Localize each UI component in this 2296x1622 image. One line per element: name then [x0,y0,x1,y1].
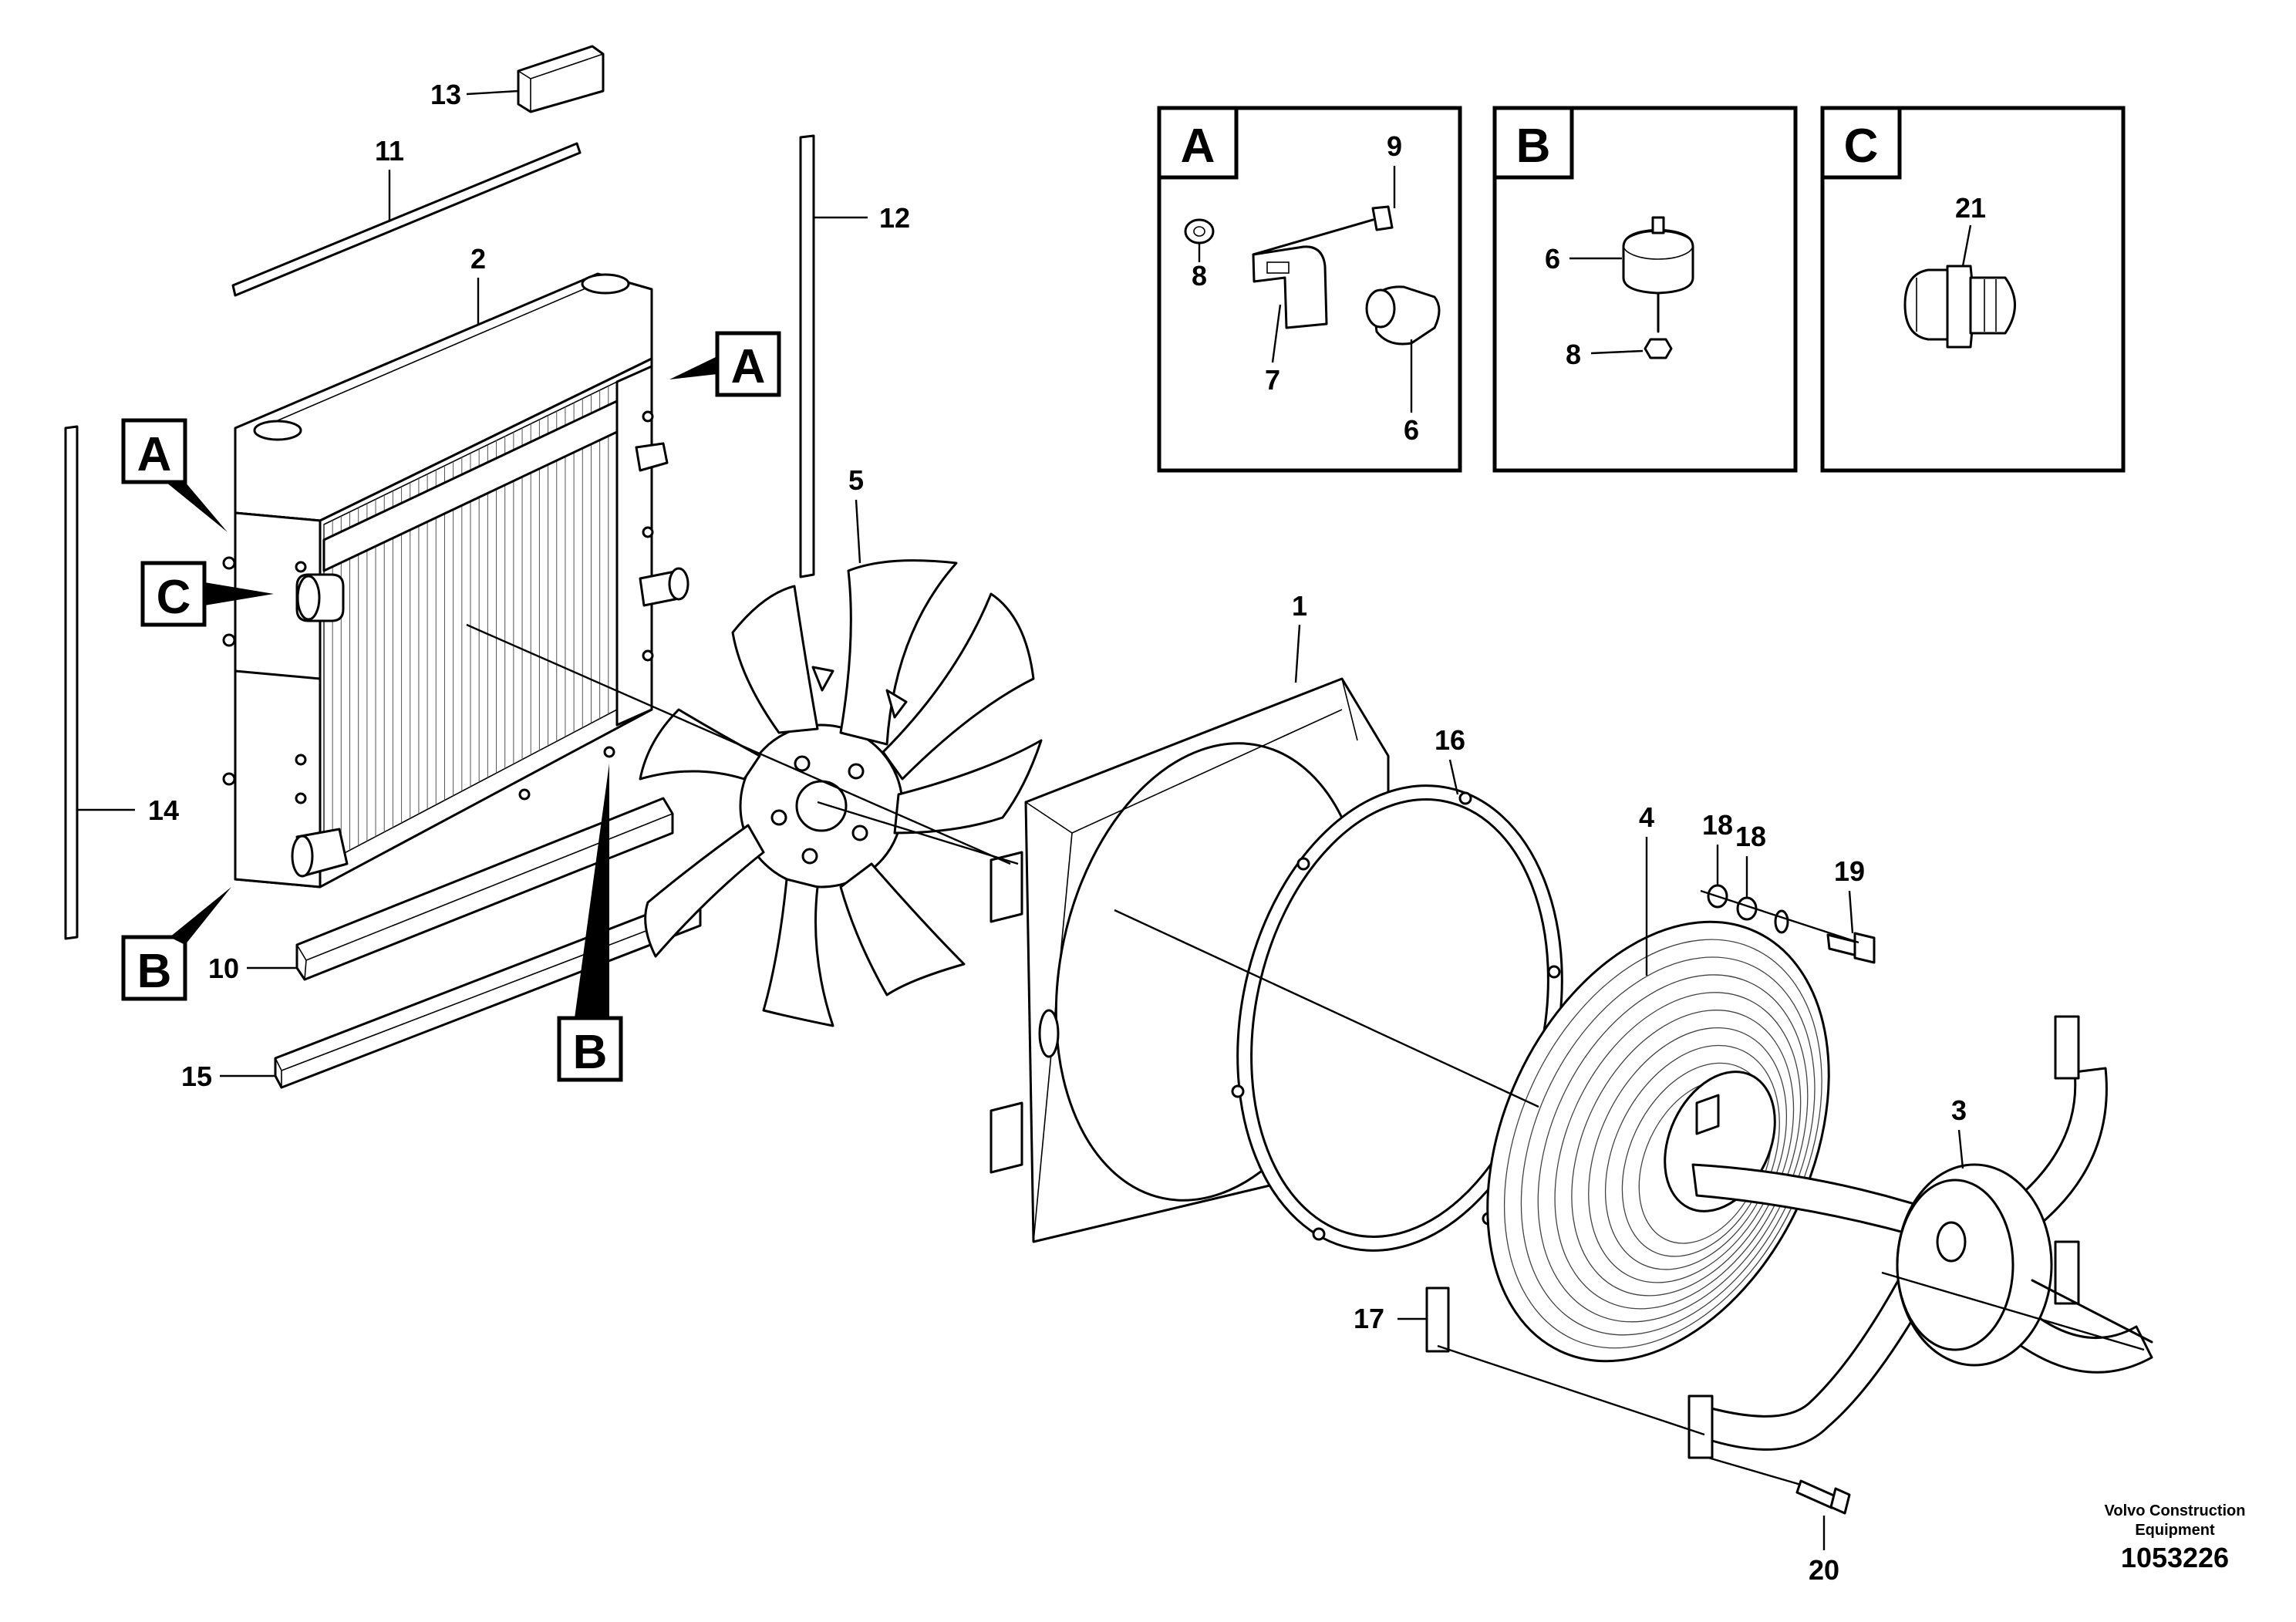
callout-12: 12 [879,202,910,234]
detail-ref-a-left: A [121,418,228,532]
callout-4: 4 [1639,801,1654,833]
seal-strip-12 [799,134,815,578]
callout-20: 20 [1809,1554,1839,1586]
rubber-mount-part [1622,228,1694,295]
callout-6: 6 [1404,414,1419,446]
svg-text:A: A [731,340,766,393]
callout-15: 15 [181,1061,212,1092]
detail-ref-c: C [140,561,274,627]
svg-text:C: C [157,571,191,624]
callout-16: 16 [1435,724,1465,756]
radiator-fins [323,386,609,864]
bolt-part [1371,205,1394,231]
svg-text:B: B [573,1026,608,1079]
callout-18b: 18 [1735,821,1766,852]
callout-11: 11 [375,135,404,167]
adapter-fitting-part [1903,268,1949,341]
callout-6: 6 [1545,243,1560,275]
callout-14: 14 [148,794,179,826]
credit-line-1: Volvo Construction [2105,1502,2246,1519]
callout-17: 17 [1354,1303,1384,1334]
radiator-core [222,272,689,889]
callout-18a: 18 [1702,809,1733,841]
detail-box-a-letter: A [1181,120,1215,173]
detail-box-b-letter: B [1516,120,1551,173]
fan-motor-bracket [1687,1015,2153,1459]
seal-block-13 [517,45,605,113]
callout-21: 21 [1955,192,1986,224]
seal-strip-14 [64,425,79,940]
callout-1: 1 [1292,590,1307,622]
callout-2: 2 [470,243,486,275]
callout-10: 10 [208,953,239,984]
callout-13: 13 [430,79,461,110]
detail-box-b: B 6 8 [1492,106,1798,473]
detail-ref-b-left: B [121,887,231,1001]
callout-3: 3 [1951,1094,1967,1126]
credit-line-2: Equipment [2135,1522,2215,1539]
washer-part [1184,218,1215,244]
bracket-part [1252,245,1328,329]
fan-blade-assembly [639,559,1043,1027]
callout-8: 8 [1192,260,1207,292]
callout-8: 8 [1566,339,1581,370]
bolt-20 [1795,1479,1837,1509]
callout-5: 5 [848,464,864,496]
spacer-plate-17 [1425,1286,1450,1353]
detail-box-c-letter: C [1844,120,1879,173]
detail-box-c: C 21 [1820,106,2126,473]
seal-strip-11 [231,142,582,297]
callout-19: 19 [1834,855,1865,887]
callout-9: 9 [1387,130,1402,162]
svg-text:A: A [137,428,172,481]
nut-part [1644,338,1673,359]
svg-text:B: B [137,945,172,998]
washer-19a [1774,909,1789,934]
detail-ref-a-right: A [669,331,781,397]
detail-box-a: A 9 8 7 6 [1157,106,1462,473]
callout-7: 7 [1265,364,1280,396]
detail-ref-b-bottom: B [557,764,623,1082]
document-number: 1053226 [2121,1542,2229,1573]
